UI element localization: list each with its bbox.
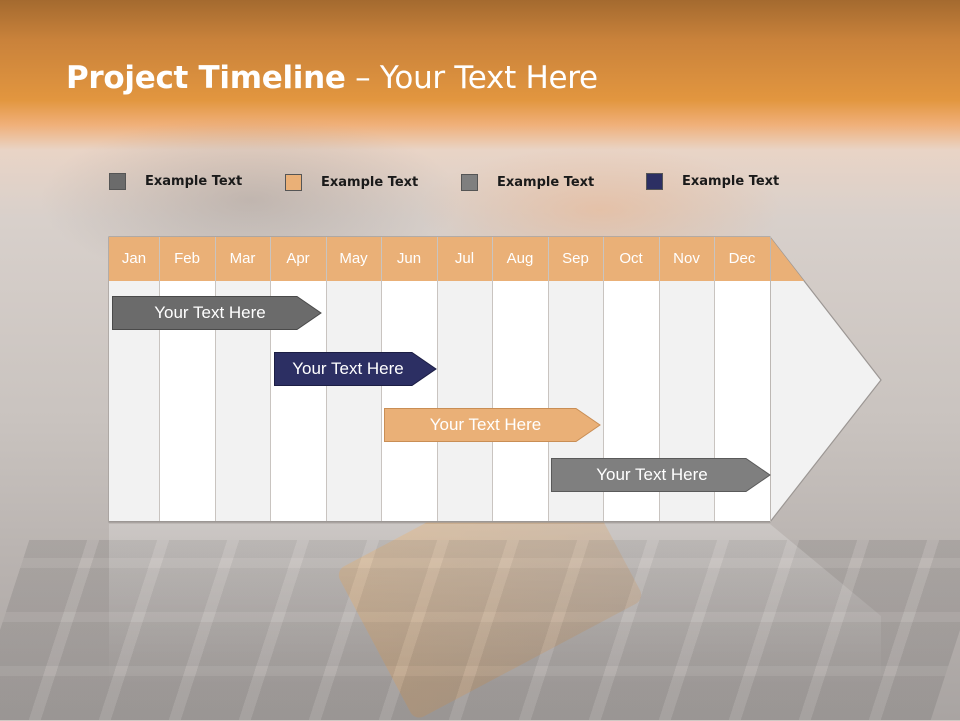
column-divider [548,237,549,522]
column-divider [603,237,604,522]
month-feb: Feb [174,250,200,267]
legend-swatch-1 [109,172,126,190]
task-bar-2-shape [274,352,437,386]
month-jan: Jan [121,250,147,267]
column-divider [770,237,771,522]
column-divider [492,237,493,522]
task-bar-4-shape [551,458,771,492]
month-may: May [339,250,368,267]
column-divider [714,237,715,522]
slide-title: Project Timeline – Your Text Here [66,60,598,96]
legend-label-2: Example Text [321,174,419,190]
month-column [326,281,381,522]
legend-label-3: Example Text [497,174,595,190]
month-apr: Apr [286,250,310,267]
legend-label-4: Example Text [682,173,780,189]
month-column [492,281,548,522]
legend-item-4: Example Text [646,171,779,191]
legend-item-2: Example Text [285,172,418,192]
month-column [381,281,437,522]
task-bar-1-label: Your Text Here [154,303,266,322]
timeline-bottom-line [109,521,770,522]
task-bar-2-label: Your Text Here [292,359,404,378]
legend-label-1: Example Text [145,173,243,189]
month-jul: Jul [454,250,475,267]
month-sep: Sep [562,250,589,267]
task-bar-4-label: Your Text Here [596,465,708,484]
legend-item-3: Example Text [461,172,594,192]
column-divider [659,237,660,522]
task-bar-4[interactable]: Your Text Here [551,458,771,492]
month-oct: Oct [619,250,643,267]
column-divider [159,237,160,522]
task-bar-1-shape [112,296,322,330]
title-rest: – Your Text Here [345,60,598,96]
task-bar-3-label: Your Text Here [429,415,542,434]
task-bar-1[interactable]: Your Text Here [112,296,322,330]
task-bar-3-shape [384,408,601,442]
month-mar: Mar [229,250,256,267]
legend-item-1: Example Text [109,171,242,191]
task-bar-3[interactable]: Your Text Here [384,408,601,442]
month-aug: Aug [506,250,534,267]
month-nov: Nov [673,250,700,267]
column-divider [270,237,271,522]
timeline-reflection [109,524,881,714]
month-jun: Jun [396,250,422,267]
month-dec: Dec [728,250,756,267]
legend-swatch-4 [646,172,663,190]
legend-swatch-3 [461,173,478,191]
legend-swatch-2 [285,173,302,191]
month-column [437,281,492,522]
title-bold: Project Timeline [66,60,346,96]
column-divider [215,237,216,522]
task-bar-2[interactable]: Your Text Here [274,352,437,386]
column-divider [437,237,438,522]
